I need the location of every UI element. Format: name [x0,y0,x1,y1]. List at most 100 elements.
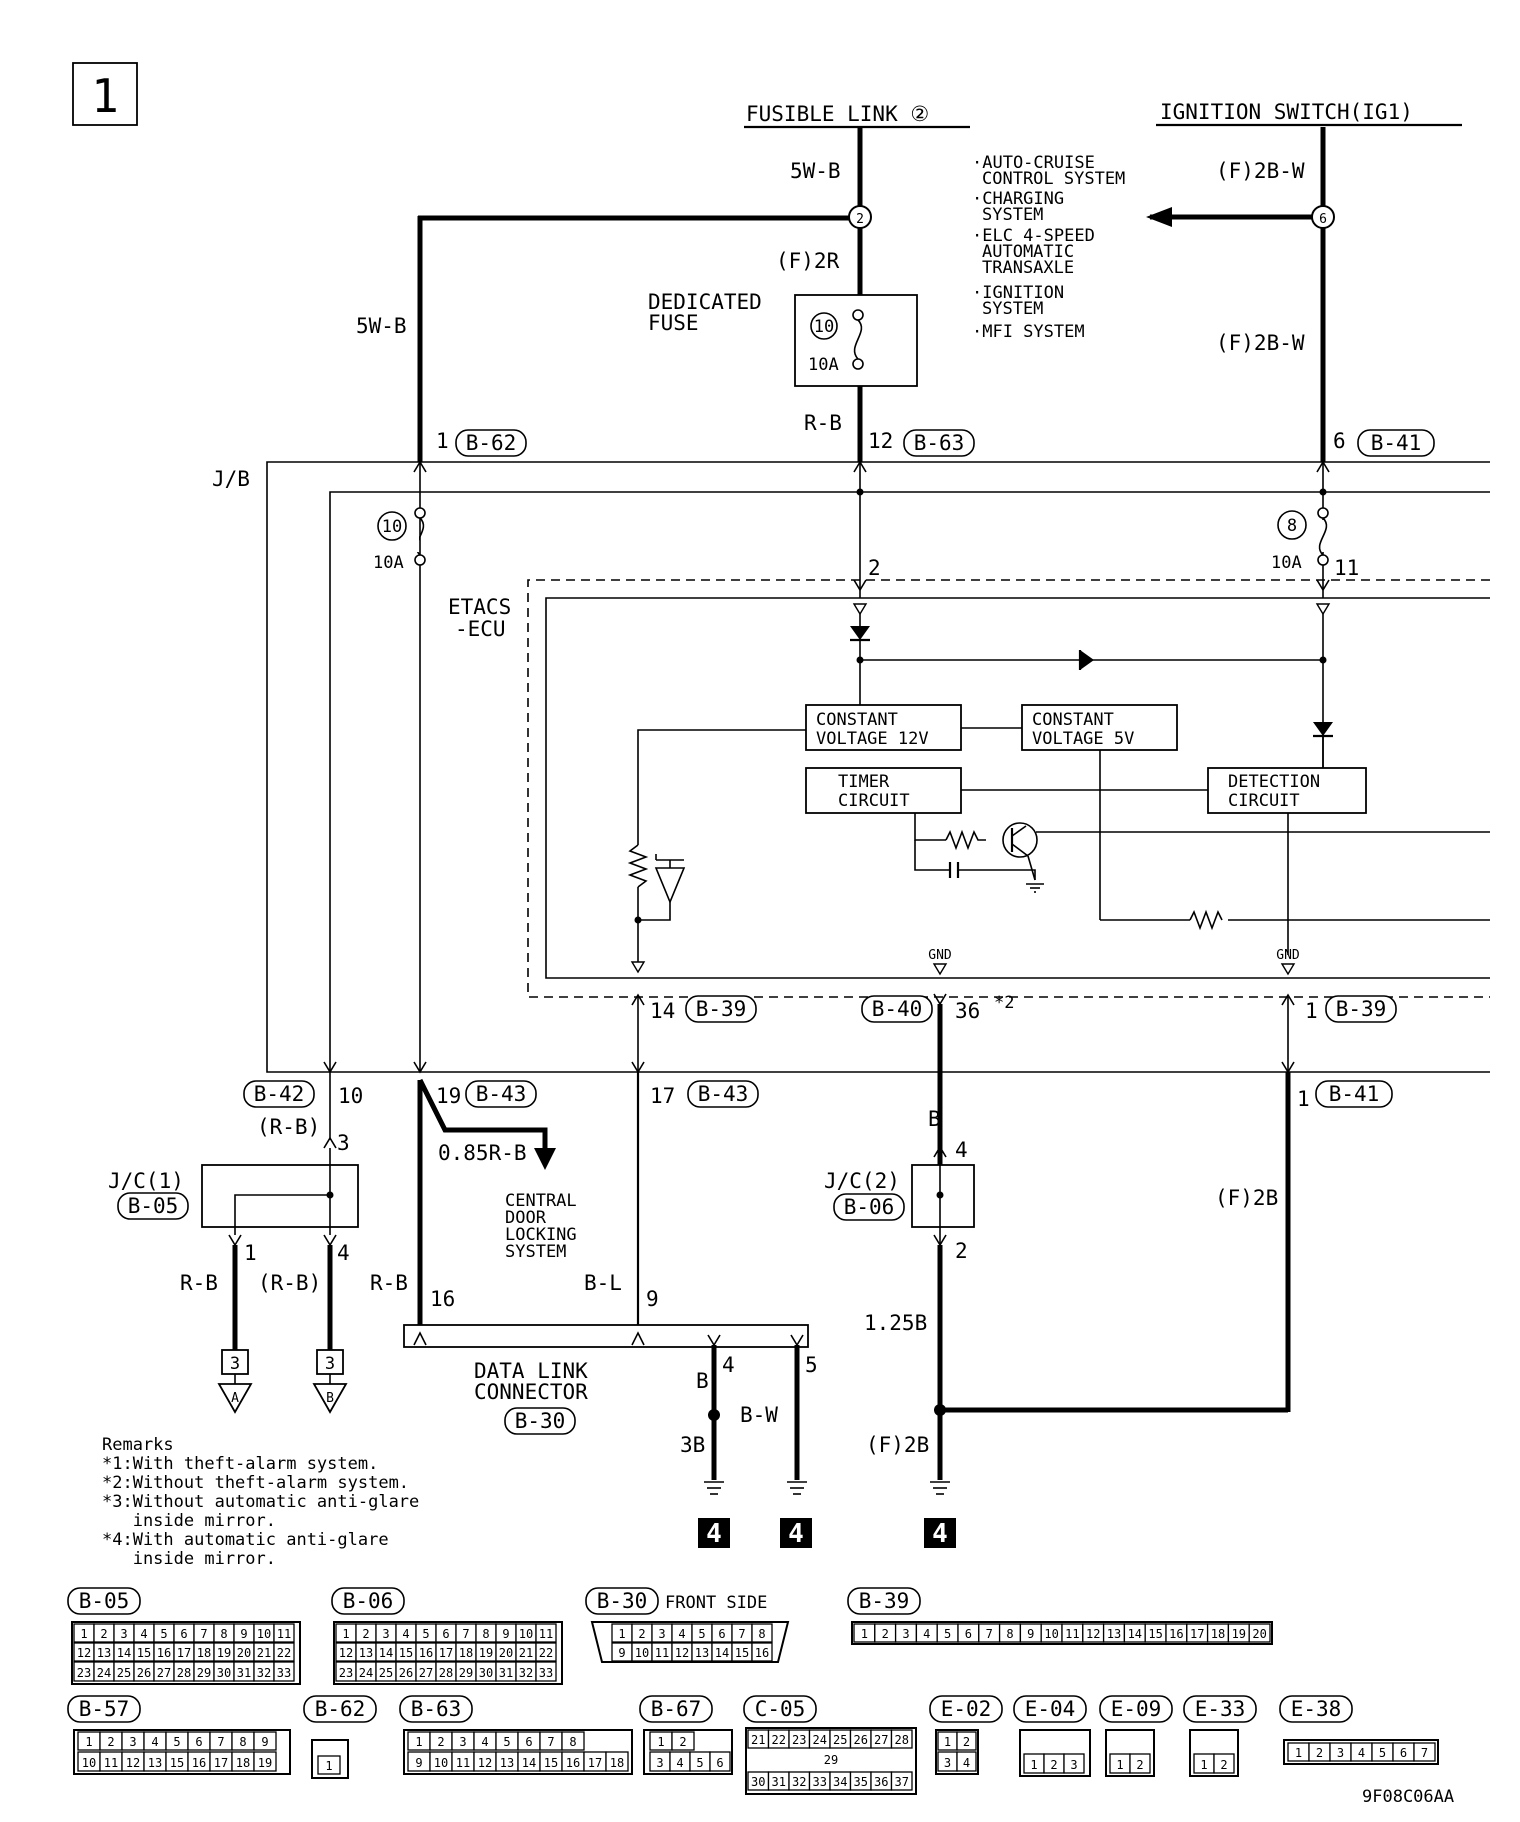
connector-pin-number: 17 [214,1756,228,1770]
connector-pin-number: 32 [519,1666,533,1680]
connector-pin-cell [751,1623,773,1643]
connector-pin-cell [671,1731,695,1751]
ground-symbols [704,1481,950,1495]
connector-pin-number: 6 [180,1627,187,1641]
connector-pin-number: 3 [902,1627,909,1641]
connector-pin-number: 2 [882,1627,889,1641]
connector-pin-number: 15 [735,1646,749,1660]
connector-pin-number: 6 [1400,1746,1407,1760]
svg-text:0.85R-B: 0.85R-B [438,1141,527,1165]
jb-label: J/B [212,467,250,491]
connector-pin-number: 13 [148,1756,162,1770]
svg-text:SYSTEM: SYSTEM [982,205,1043,225]
connector-pin-number: 4 [140,1627,147,1641]
connector-pin-number: 29 [197,1666,211,1680]
connector-pin-number: 13 [97,1646,111,1660]
connector-pin-number: 33 [813,1775,827,1789]
svg-text:*1:With theft-alarm system.: *1:With theft-alarm system. [102,1454,378,1474]
conn-b05-label: B-05 [128,1194,179,1218]
connector-pin-number: 13 [1107,1627,1121,1641]
connector-pin-number: 30 [217,1666,231,1680]
connector-pin-number: 19 [217,1646,231,1660]
connector-pin-number: 1 [1295,1746,1302,1760]
connector-pin-number: 2 [107,1735,114,1749]
svg-text:B: B [326,1391,334,1406]
svg-text:B-06: B-06 [343,1589,394,1613]
connector-pin-number: 8 [758,1627,765,1641]
connector-pin-cell [1129,1753,1151,1774]
connector-pin-number: 7 [738,1627,745,1641]
connector-pin-number: 33 [277,1666,291,1680]
svg-text:10: 10 [814,317,834,337]
connector-pin-number: 35 [854,1775,868,1789]
connector-pin-number: 27 [157,1666,171,1680]
connector-pin-number: 21 [751,1733,765,1747]
svg-text:*2:Without theft-alarm system.: *2:Without theft-alarm system. [102,1473,409,1493]
timer-circuit-box [805,767,962,814]
connector-pin-cell [535,1623,557,1643]
svg-text:10A: 10A [808,355,839,375]
conn-b63-label: B-63 [914,431,965,455]
connector-pin-number: 26 [399,1666,413,1680]
connector-pin-number: 3 [120,1627,127,1641]
svg-text:CONSTANT: CONSTANT [1032,710,1114,730]
connector-pin-number: 3 [1070,1758,1077,1772]
connector-pin-number: 2 [638,1627,645,1641]
connector-pin-number: 23 [339,1666,353,1680]
svg-text:B-L: B-L [584,1271,622,1295]
connector-pin-number: 10 [635,1646,649,1660]
connector-pin-number: 27 [874,1733,888,1747]
connector-pin-number: 4 [481,1735,488,1749]
connector-pin-number: 15 [399,1646,413,1660]
connector-pin-number: 2 [963,1735,970,1749]
connector-pin-number: 16 [157,1646,171,1660]
connector-pin-number: 1 [80,1627,87,1641]
connector-pin-number: 24 [813,1733,827,1747]
svg-text:14: 14 [650,999,675,1023]
data-link-connector-box [403,1324,809,1348]
connector-pin-number: 5 [160,1627,167,1641]
connector-pin-number: 22 [277,1646,291,1660]
page-number: 1 [91,69,119,123]
svg-text:CONSTANT: CONSTANT [816,710,898,730]
connector-pin-number: 31 [237,1666,251,1680]
connector-pin-number: 11 [1065,1627,1079,1641]
connector-pin-number: 12 [675,1646,689,1660]
svg-text:AUTOMATIC: AUTOMATIC [982,242,1074,262]
connector-pin-number: 1 [861,1627,868,1641]
conn-b39-label-b: B-39 [1336,997,1387,1021]
connector-pin-number: 8 [1006,1627,1013,1641]
connector-pin-number: 1 [944,1735,951,1749]
svg-text:TRANSAXLE: TRANSAXLE [982,258,1074,278]
svg-text:E-38: E-38 [1291,1697,1342,1721]
svg-text:R-B: R-B [180,1271,218,1295]
svg-text:inside mirror.: inside mirror. [102,1549,276,1569]
connector-pin-number: 33 [539,1666,553,1680]
connector-pin-number: 5 [944,1627,951,1641]
svg-text:B-57: B-57 [79,1697,130,1721]
conn-b43-label-b: B-43 [698,1082,749,1106]
connector-pin-cell [273,1623,295,1643]
connector-pin-cell [890,1771,913,1791]
connector-pin-number: 3 [459,1735,466,1749]
connector-pin-number: 15 [544,1756,558,1770]
connector-pin-number: 26 [137,1666,151,1680]
connector-pin-number: 25 [379,1666,393,1680]
junction-node-6 [1311,205,1335,229]
svg-text:4: 4 [788,1519,804,1549]
connector-pin-number: 21 [519,1646,533,1660]
connector-pin-number: 27 [419,1666,433,1680]
svg-text:10: 10 [338,1084,363,1108]
etacs-label-2: -ECU [455,617,506,641]
connector-pin-cell [535,1661,557,1682]
conn-b40-label: B-40 [872,997,923,1021]
svg-text:VOLTAGE 5V: VOLTAGE 5V [1032,729,1134,749]
connector-pin-number: 5 [696,1756,703,1770]
jb-top-terminals [413,460,1330,473]
connector-pin-number: 9 [240,1627,247,1641]
connector-pin-number: 30 [751,1775,765,1789]
svg-text:1: 1 [1305,999,1318,1023]
wire-f2bw-mid: (F)2B-W [1216,331,1305,355]
fusible-link-label: FUSIBLE LINK ② [746,102,929,126]
connector-pin-number: 36 [874,1775,888,1789]
